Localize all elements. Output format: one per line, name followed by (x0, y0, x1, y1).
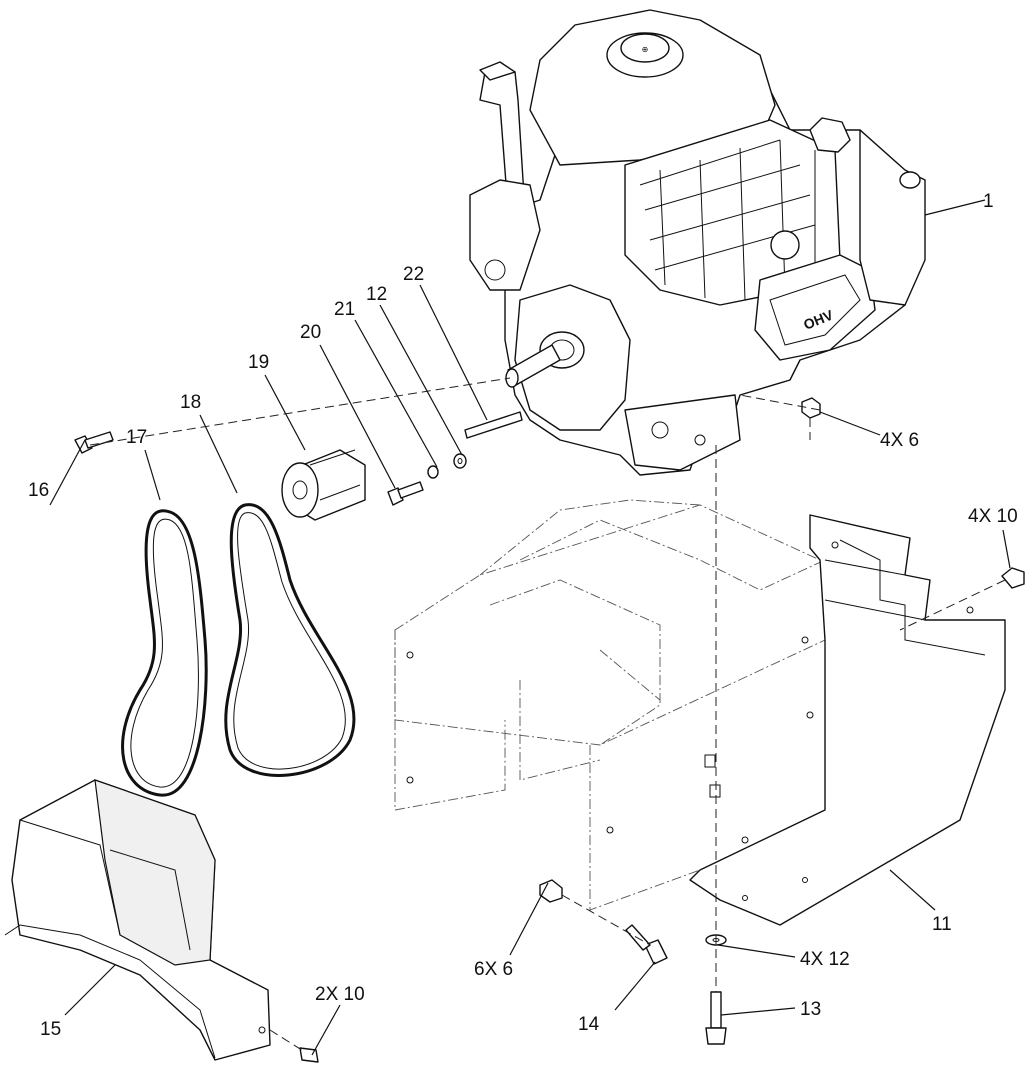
mounting-plate-shield (689, 514, 1006, 926)
callout-4x6: 4X 6 (880, 430, 919, 451)
callout-11: 11 (932, 914, 952, 935)
callout-13: 13 (800, 999, 821, 1020)
pulley-19 (281, 449, 366, 521)
lock-washer-21 (427, 465, 439, 479)
callout-1: 1 (983, 191, 994, 212)
callout-17: 17 (126, 427, 147, 448)
callout-6x6: 6X 6 (474, 959, 513, 980)
belt-17 (121, 509, 208, 797)
callout-15: 15 (40, 1019, 61, 1040)
belt-cover-15 (4, 779, 271, 1061)
callout-22: 22 (403, 264, 424, 285)
callout-4x10: 4X 10 (968, 506, 1018, 527)
callout-14: 14 (578, 1014, 600, 1035)
key-22 (464, 411, 523, 439)
callout-16: 16 (28, 480, 49, 501)
nut-6x6 (539, 879, 563, 903)
engine-assembly: ⊕ OHV (469, 9, 926, 476)
callout-18: 18 (180, 392, 201, 413)
bolt-13 (705, 991, 727, 1045)
hex-nut-4x6 (801, 397, 821, 419)
callout-19: 19 (248, 352, 269, 373)
bolt-4x10 (1001, 567, 1025, 589)
bolt-14 (625, 924, 668, 965)
callout-labels: 1 4X 6 4X 10 11 12 4X 12 13 14 15 16 17 … (28, 191, 1018, 1040)
callout-12: 12 (366, 284, 387, 305)
callout-2x10: 2X 10 (315, 984, 365, 1005)
callout-21: 21 (334, 299, 355, 320)
bolt-20 (387, 481, 424, 506)
fuel-cap-mark: ⊕ (642, 45, 649, 54)
leader-lines (49, 199, 1011, 1056)
washer-12 (453, 453, 467, 469)
assembly-center-lines (89, 377, 1006, 1053)
callout-20: 20 (300, 322, 321, 343)
belt-18 (224, 503, 356, 777)
callout-4x12: 4X 12 (800, 949, 850, 970)
